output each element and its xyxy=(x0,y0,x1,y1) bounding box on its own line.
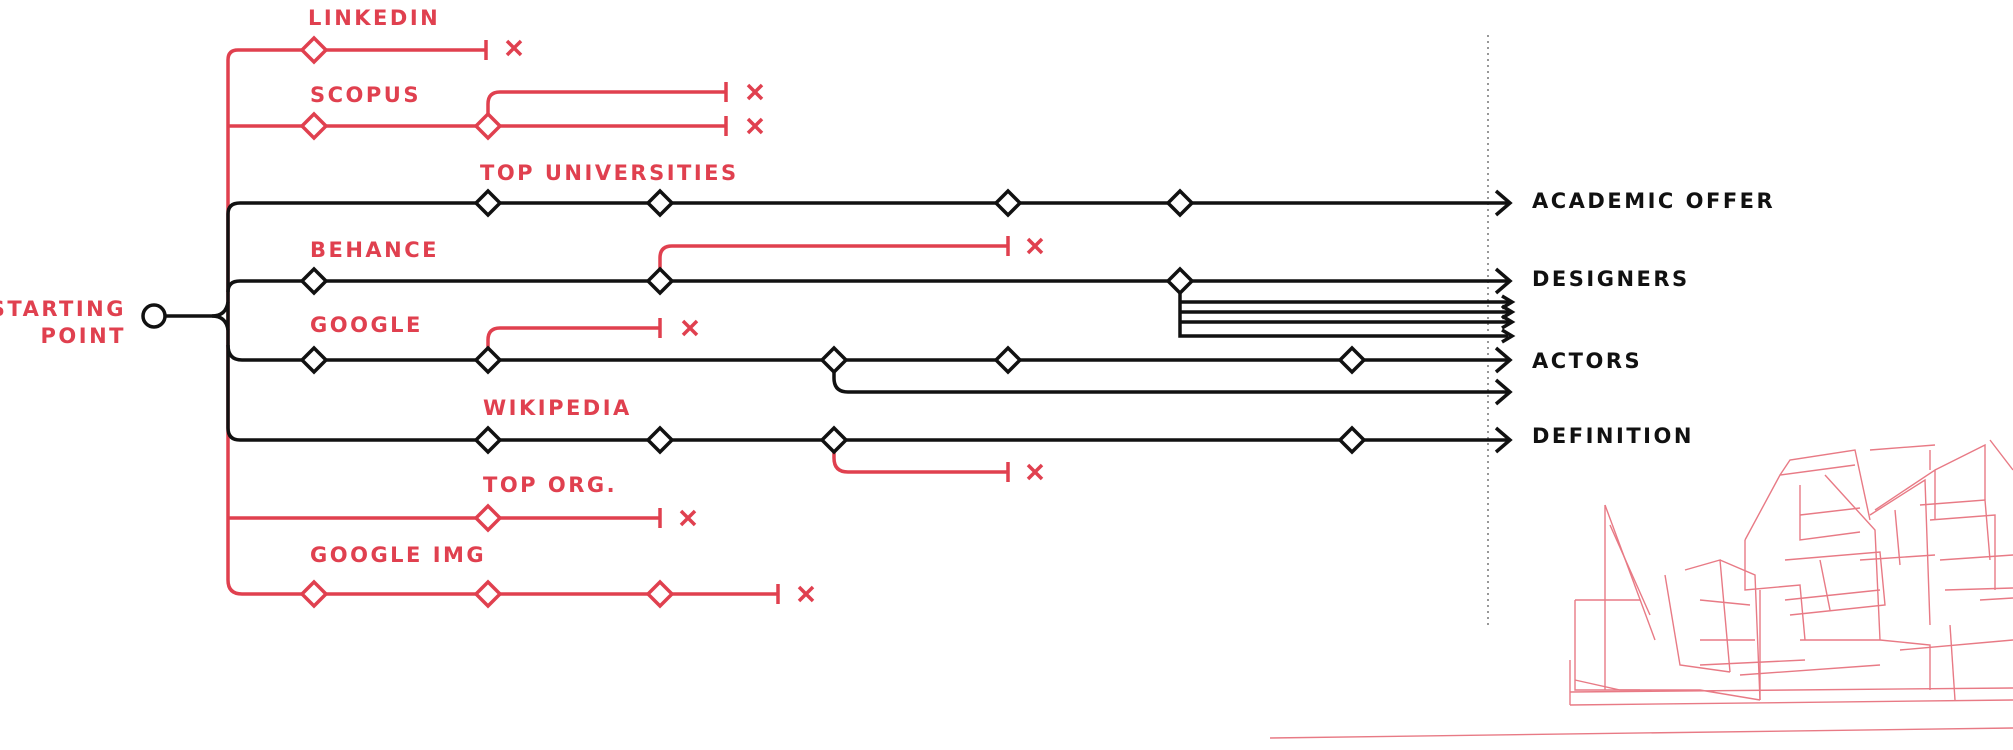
diamond-node xyxy=(645,579,675,609)
path-google xyxy=(312,318,1508,394)
diamond-node xyxy=(993,345,1023,375)
source-label-scopus: SCOPUS xyxy=(310,83,421,107)
diamond-node xyxy=(299,579,329,609)
outcome-label-actors: ACTORS xyxy=(1532,349,1642,373)
path-wikipedia xyxy=(312,438,1508,482)
source-label-google-img: GOOGLE IMG xyxy=(310,543,486,567)
diamond-node xyxy=(645,425,675,455)
diamond-node xyxy=(819,345,849,375)
path-behance xyxy=(312,236,1512,338)
diamond-node xyxy=(473,579,503,609)
diamond-node xyxy=(299,266,329,296)
diamond-node xyxy=(473,188,503,218)
path-google-img xyxy=(312,584,780,604)
start-label-line-1: STARTING xyxy=(0,297,126,321)
outcome-label-academic-offer: ACADEMIC OFFER xyxy=(1532,189,1775,213)
diamond-node xyxy=(1337,345,1367,375)
source-label-top-org: TOP ORG. xyxy=(483,473,617,497)
source-label-top-universities: TOP UNIVERSITIES xyxy=(480,161,739,185)
diamond-node xyxy=(1165,266,1195,296)
diamond-node xyxy=(473,111,503,141)
x-icon xyxy=(505,39,523,57)
x-icon xyxy=(681,319,699,337)
x-icon xyxy=(679,509,697,527)
x-icon xyxy=(1026,463,1044,481)
diamond-node xyxy=(645,188,675,218)
start-trunk xyxy=(166,48,312,596)
diamond-node xyxy=(819,425,849,455)
x-icon xyxy=(746,83,764,101)
source-label-linkedin: LINKEDIN xyxy=(308,6,440,30)
source-label-wikipedia: WIKIPEDIA xyxy=(483,396,632,420)
start-point-circle xyxy=(141,303,167,329)
diamond-node xyxy=(1337,425,1367,455)
outcome-label-definition: DEFINITION xyxy=(1532,424,1694,448)
path-scopus xyxy=(312,82,728,136)
source-label-behance: BEHANCE xyxy=(310,238,439,262)
diamond-node xyxy=(473,425,503,455)
black-nodes xyxy=(299,188,1367,455)
red-nodes xyxy=(299,35,675,609)
outcome-label-designers: DESIGNERS xyxy=(1532,267,1690,291)
arrowheads xyxy=(1494,189,1516,454)
diamond-node xyxy=(299,111,329,141)
diamond-node xyxy=(299,345,329,375)
x-icon xyxy=(746,117,764,135)
path-linkedin xyxy=(312,40,488,60)
diamond-node xyxy=(473,503,503,533)
start-label-line-2: POINT xyxy=(41,324,126,348)
diamond-node xyxy=(299,35,329,65)
diamond-node xyxy=(645,266,675,296)
source-label-google: GOOGLE xyxy=(310,313,423,337)
dead-end-marks xyxy=(505,39,1044,603)
x-icon xyxy=(797,585,815,603)
diamond-node xyxy=(1165,188,1195,218)
x-icon xyxy=(1026,237,1044,255)
diamond-node xyxy=(473,345,503,375)
building-sketch-illustration xyxy=(1269,439,2013,739)
diamond-node xyxy=(993,188,1023,218)
